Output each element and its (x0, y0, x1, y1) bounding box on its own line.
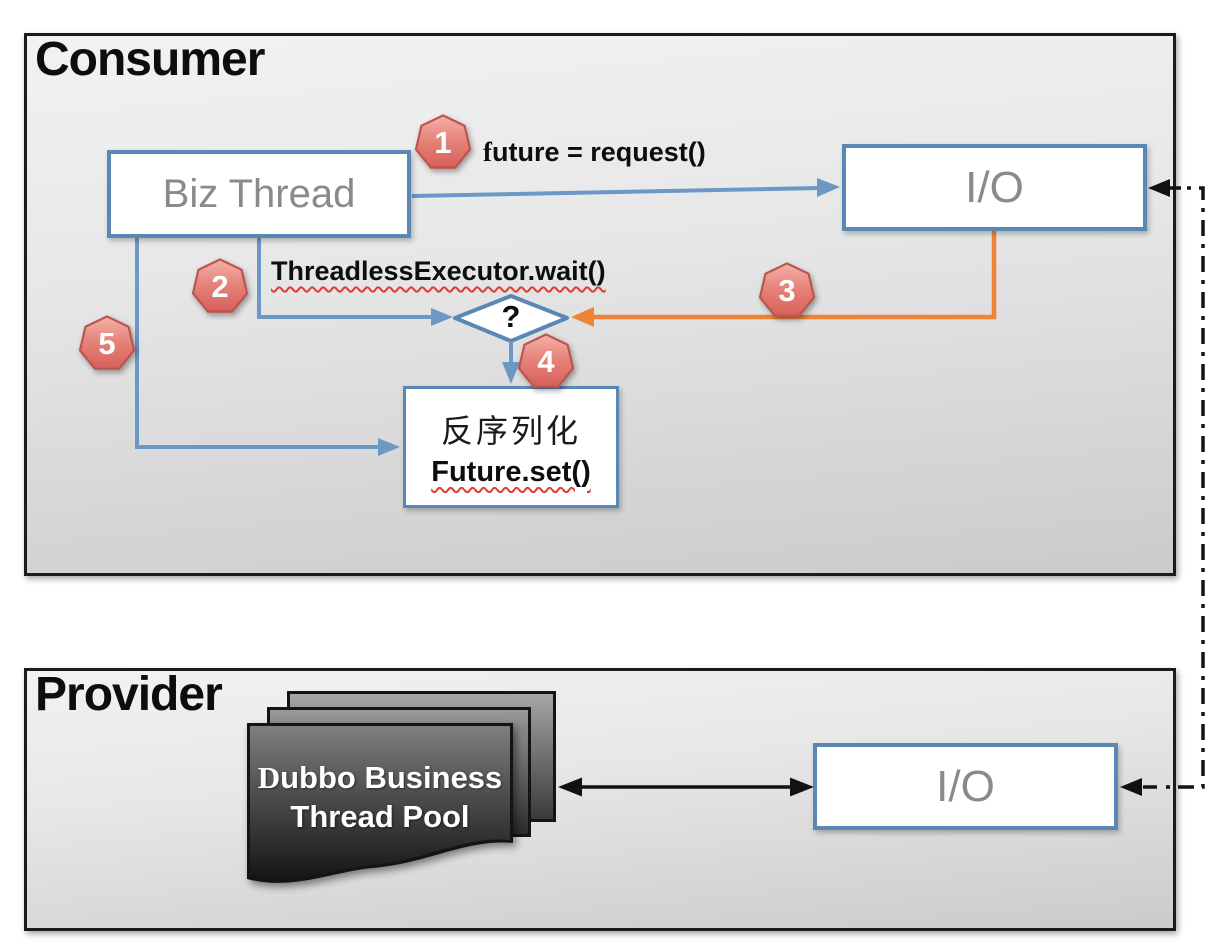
decision-question-label: ? (501, 299, 521, 334)
consumer-title: Consumer (35, 33, 265, 86)
heptagon-fill (81, 317, 133, 368)
biz-thread-label: Biz Thread (162, 171, 356, 216)
thread-pool-label: Dubbo Business Thread Pool (252, 758, 508, 836)
provider-title: Provider (35, 668, 223, 721)
thread-pool-label-line1: Dubbo Business (257, 760, 503, 795)
deserialize-label: 反序列化 (440, 412, 581, 449)
deserialize-node: 反序列化 Future.set() (403, 386, 619, 508)
consumer-io-node: I/O (842, 144, 1147, 231)
step-number: 4 (537, 344, 555, 379)
step-badge-5: 5 (77, 314, 137, 374)
thread-pool-label-line2: Thread Pool (290, 799, 470, 835)
consumer-io-label: I/O (965, 162, 1024, 212)
provider-io-node: I/O (813, 743, 1118, 830)
thread-pool-card-front (245, 721, 515, 896)
heptagon-fill (520, 335, 572, 386)
step-badge-3: 3 (757, 261, 817, 321)
future-set-label: Future.set() (431, 455, 591, 488)
threadless-executor-wait-label: ThreadlessExecutor.wait() (271, 256, 606, 286)
biz-thread-node: Biz Thread (107, 150, 411, 238)
provider-io-label: I/O (936, 761, 995, 811)
step-number: 3 (778, 273, 796, 308)
heptagon-fill (417, 116, 469, 167)
step-number: 5 (98, 326, 116, 361)
step-badge-2: 2 (190, 257, 250, 317)
step-number: 1 (434, 125, 452, 160)
step-badge-4: 4 (516, 332, 576, 392)
step-number: 2 (211, 269, 229, 304)
step-badge-1: 1 (413, 113, 473, 173)
future-request-label: future = request() (483, 137, 706, 167)
